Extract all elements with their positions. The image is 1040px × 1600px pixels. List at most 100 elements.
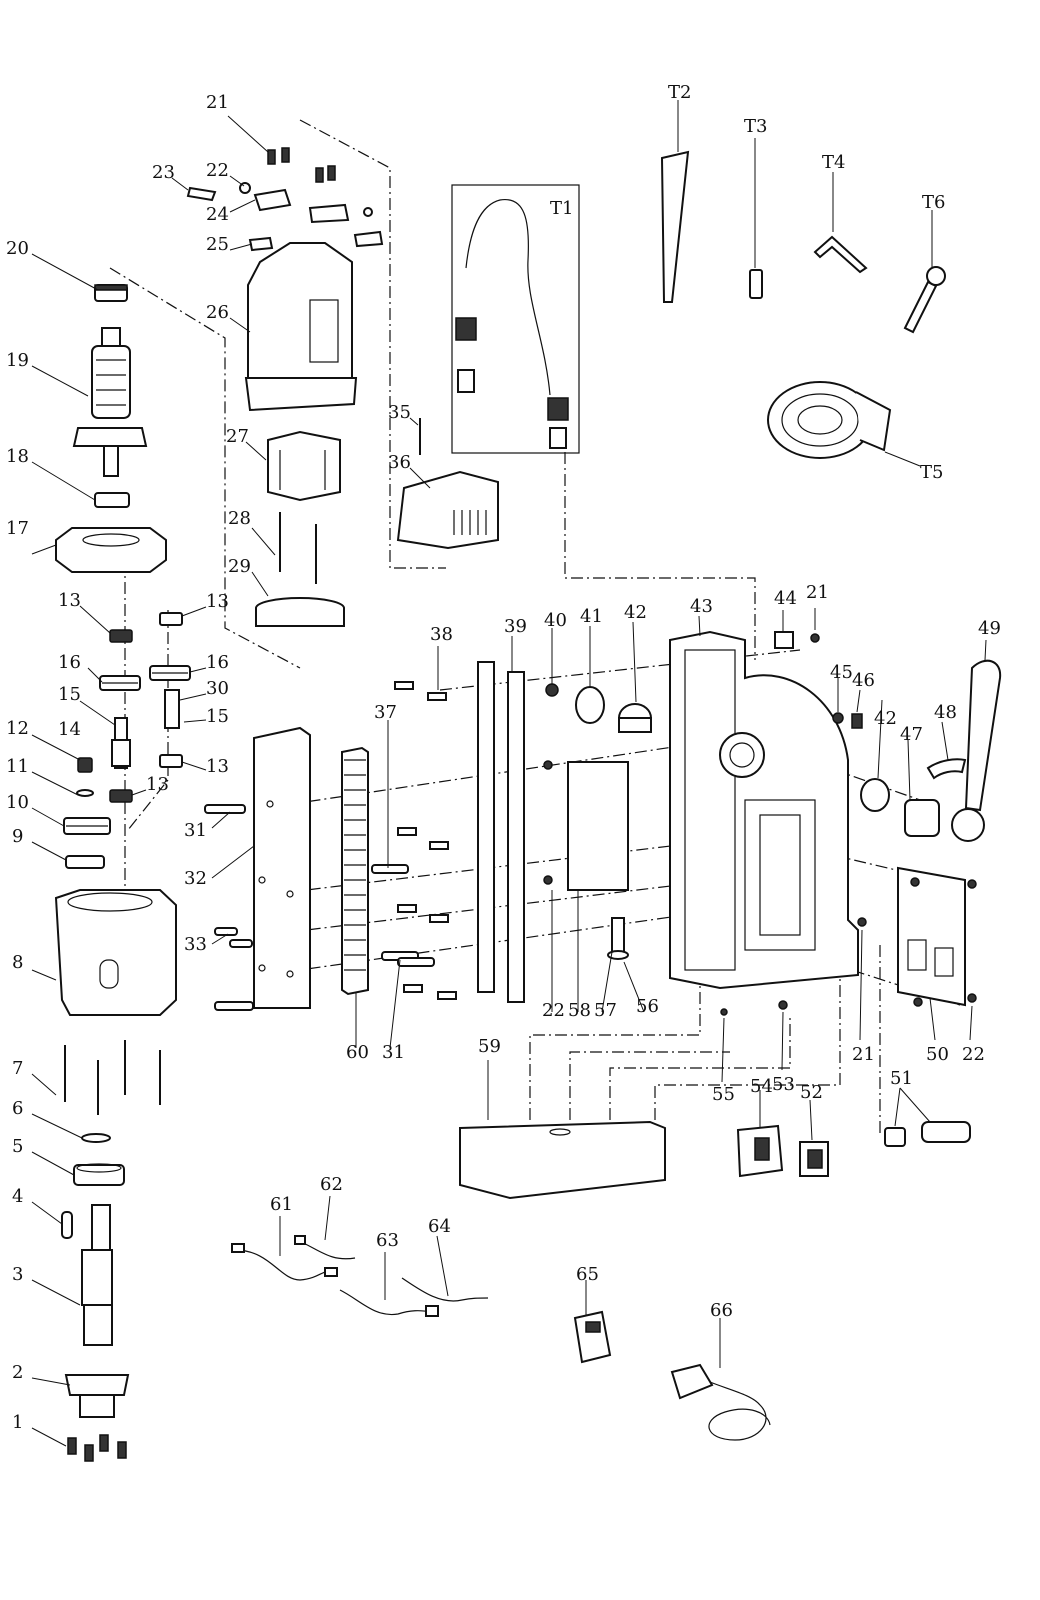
part-26-motor-housing [244, 242, 358, 412]
label-t3: T3 [744, 116, 767, 137]
label-21-low: 21 [852, 1044, 875, 1065]
part-43-frame [669, 630, 859, 990]
label-58: 58 [568, 1000, 591, 1021]
part-65-circuit-board [573, 1310, 612, 1364]
part-52-rocker-switch [799, 1141, 829, 1177]
label-t2: T2 [668, 82, 691, 103]
label-29: 29 [228, 556, 251, 577]
part-36-cover [396, 470, 499, 550]
label-63: 63 [376, 1230, 399, 1251]
label-8: 8 [12, 952, 23, 973]
label-2: 2 [12, 1362, 23, 1383]
part-4-key [61, 1211, 73, 1239]
label-61: 61 [270, 1194, 293, 1215]
part-59-magnet-base [459, 1120, 666, 1200]
part-21-screw-right [857, 917, 867, 927]
label-19: 19 [6, 350, 29, 371]
label-56: 56 [636, 996, 659, 1017]
part-10-gear [63, 817, 111, 835]
label-13-d: 13 [146, 774, 169, 795]
label-t5: T5 [920, 462, 943, 483]
label-35: 35 [388, 402, 411, 423]
label-33: 33 [184, 934, 207, 955]
label-30: 30 [206, 678, 229, 699]
part-29-ring [255, 597, 345, 627]
label-15-b: 15 [206, 706, 229, 727]
label-52: 52 [800, 1082, 823, 1103]
label-65: 65 [576, 1264, 599, 1285]
label-49: 49 [978, 618, 1001, 639]
label-11: 11 [6, 756, 29, 777]
part-57-56-bolt-washer [607, 917, 629, 960]
part-6-circlip [81, 1133, 111, 1143]
part-30-pinion [164, 689, 180, 729]
label-32: 32 [184, 868, 207, 889]
label-23: 23 [152, 162, 175, 183]
part-51-cable-gland [884, 1121, 971, 1147]
label-9: 9 [12, 826, 23, 847]
part-31-screws [204, 804, 435, 1011]
label-22-b: 22 [962, 1044, 985, 1065]
part-61-64-wires [231, 1235, 489, 1317]
label-t6: T6 [922, 192, 945, 213]
label-17: 17 [6, 518, 29, 539]
part-12-bushing [77, 757, 93, 773]
part-t2-drift [660, 150, 690, 303]
part-44-block [774, 631, 820, 649]
label-50: 50 [926, 1044, 949, 1065]
part-13-bearings [109, 612, 183, 803]
part-53-55-grommets [720, 1000, 788, 1016]
part-3-spindle [81, 1204, 113, 1346]
part-9-bearing [65, 855, 105, 869]
label-42-a: 42 [624, 602, 647, 623]
part-38-screws [394, 681, 457, 1000]
label-38: 38 [430, 624, 453, 645]
label-15-a: 15 [58, 684, 81, 705]
label-42-b: 42 [874, 708, 897, 729]
label-51: 51 [890, 1068, 913, 1089]
label-28: 28 [228, 508, 251, 529]
label-31-b: 31 [382, 1042, 405, 1063]
label-10: 10 [6, 792, 29, 813]
part-54-switch [736, 1124, 784, 1178]
part-50-switch-plate [897, 866, 977, 1007]
label-36: 36 [388, 452, 411, 473]
part-2-end-cap [64, 1374, 130, 1418]
part-33-pins [214, 927, 253, 948]
label-22-top: 22 [206, 160, 229, 181]
label-1: 1 [12, 1412, 23, 1433]
part-labels: 1 2 3 4 5 6 7 8 9 10 11 12 13 16 15 14 1… [6, 82, 1001, 1433]
label-48: 48 [934, 702, 957, 723]
label-62: 62 [320, 1174, 343, 1195]
part-28-screws [279, 512, 317, 584]
label-t1: T1 [550, 198, 573, 219]
part-21-screws-top [267, 147, 336, 183]
label-46: 46 [852, 670, 875, 691]
part-t4-hex-key [813, 235, 868, 274]
part-20-bearing [94, 284, 128, 302]
part-60-rack [341, 746, 369, 996]
label-66: 66 [710, 1300, 733, 1321]
label-7: 7 [12, 1058, 23, 1079]
label-6: 6 [12, 1098, 23, 1119]
label-18: 18 [6, 446, 29, 467]
label-44: 44 [774, 588, 797, 609]
label-t4: T4 [822, 152, 845, 173]
label-60: 60 [346, 1042, 369, 1063]
part-39-guide-rails [477, 661, 525, 1003]
part-7-screws [64, 1040, 161, 1115]
part-40-41-42-washers [545, 683, 652, 733]
label-4: 4 [12, 1186, 23, 1207]
part-5-bearing [73, 1163, 125, 1186]
leader-lines [31, 100, 987, 1447]
label-25: 25 [206, 234, 229, 255]
label-5: 5 [12, 1136, 23, 1157]
label-26: 26 [206, 302, 229, 323]
part-t5-belt-roll [767, 381, 892, 459]
part-8-gearbox-housing [54, 889, 177, 1016]
part-19-armature [72, 327, 148, 477]
label-14: 14 [58, 719, 81, 740]
label-37: 37 [374, 702, 397, 723]
label-47: 47 [900, 724, 923, 745]
label-53: 53 [772, 1074, 795, 1095]
